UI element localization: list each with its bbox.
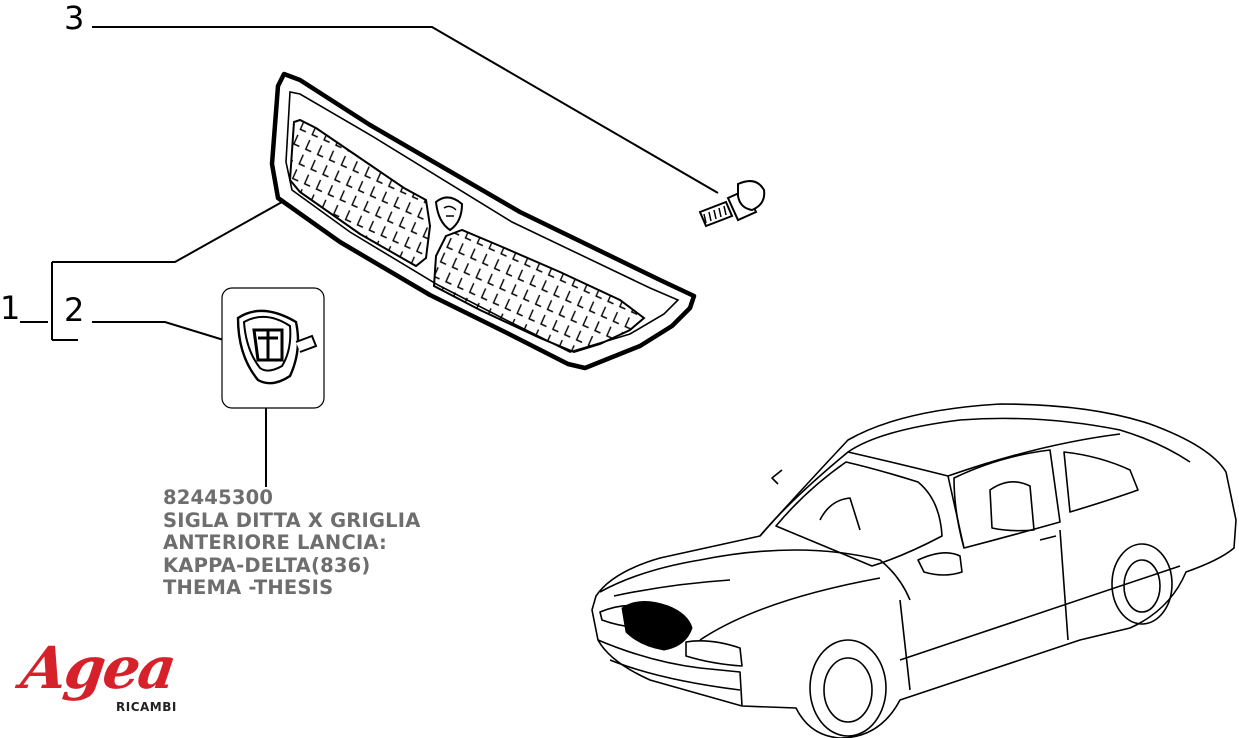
- grille-center-badge-icon: [434, 196, 464, 232]
- car-illustration: [591, 403, 1237, 738]
- emblem-pin: [295, 334, 318, 353]
- part-note-line: SIGLA DITTA X GRIGLIA: [163, 508, 421, 532]
- leader-lines: [20, 26, 719, 487]
- callout-2: 2: [64, 291, 85, 329]
- grille-mesh-right: [432, 228, 646, 354]
- agea-ricambi-logo: Agea RICAMBI: [17, 634, 192, 720]
- callout-3: 3: [64, 0, 85, 37]
- emblem-logo-icon: [252, 328, 284, 362]
- car-grille-highlight: [621, 601, 693, 651]
- part-note-line: ANTERIORE LANCIA:: [163, 531, 388, 554]
- part-note-line: KAPPA-DELTA(836): [163, 553, 371, 577]
- part-code: 82445300: [163, 486, 274, 509]
- leader-line-1: [20, 201, 283, 341]
- grille-screw-icon: [698, 180, 766, 228]
- part-note-line: THEMA -THESIS: [163, 576, 334, 599]
- emblem-detail: [221, 287, 325, 409]
- part-note: 82445300 SIGLA DITTA X GRIGLIA ANTERIORE…: [163, 486, 421, 600]
- leader-line-2: [92, 321, 241, 346]
- front-grille: [269, 71, 697, 371]
- logo-sub: RICAMBI: [116, 700, 177, 714]
- leader-line-3: [92, 26, 719, 194]
- grille-mesh-left: [288, 118, 432, 268]
- grille-inner-frame: [285, 91, 680, 353]
- logo-word: Agea: [17, 634, 179, 702]
- callout-1: 1: [0, 289, 21, 327]
